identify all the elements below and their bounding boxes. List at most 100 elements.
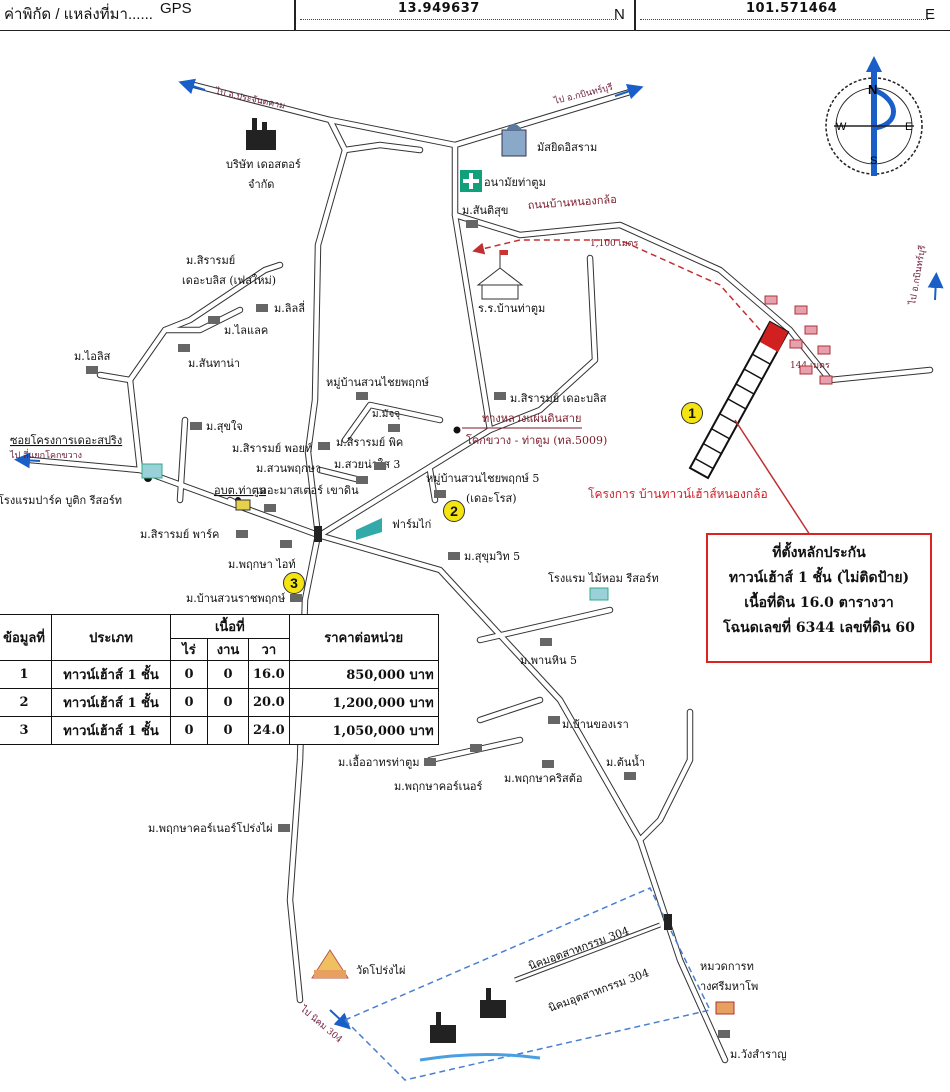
arrow-kabinburi-right-icon: [927, 272, 944, 301]
place-sirarom-bliss-new: ม.สิรารมย์: [186, 254, 235, 267]
table-header-wa: วา: [248, 638, 290, 661]
road-highway-route: โคกขวาง - ท่าตูม (ทล.5009): [466, 433, 607, 447]
gps-divider: [294, 0, 296, 30]
house-icon: [264, 504, 276, 512]
place-wat: วัดโปร่งไผ่: [356, 963, 405, 977]
house-icon: [540, 638, 552, 646]
place-obt: อบต.ท่าตูม: [214, 484, 266, 497]
temple-icon: [311, 949, 349, 979]
arrow-prachantakham-icon: [178, 78, 206, 95]
table-cell-price: 850,000 บาท: [288, 660, 439, 689]
marker-badge-2: 2: [443, 500, 465, 522]
house-icon: [208, 316, 220, 324]
place-pruksa-corner: ม.พฤกษาคอร์เนอร์: [394, 780, 483, 793]
house-icon: [318, 442, 330, 450]
place-masterhome: เดอะมาสเตอร์ เขาดิน: [256, 484, 359, 497]
gps-latitude-dir: N: [614, 6, 625, 23]
place-uea: ม.เอื้ออาทรท่าตูม: [338, 754, 420, 769]
compass-e: E: [905, 121, 912, 133]
house-icon: [178, 344, 190, 352]
place-lilac: ม.ไลแลค: [224, 324, 268, 337]
house-icon: [278, 824, 290, 832]
compass-n: N: [868, 82, 877, 97]
place-chaiprek5b: (เดอะโรส): [466, 491, 517, 505]
place-sirarom-park: ม.สิรารมย์ พาร์ค: [140, 528, 219, 541]
place-suanrat: ม.บ้านสวนราชพฤกษ์: [186, 592, 285, 605]
price-table: ข้อมูลที่ ประเภท เนื้อที่ ราคาต่อหน่วย ไ…: [0, 614, 439, 745]
gps-source: GPS: [160, 0, 192, 17]
place-police-2: างศรีมหาโพ: [700, 979, 758, 993]
mosque-icon: [501, 124, 527, 157]
place-company-2: จำกัด: [248, 178, 274, 191]
table-cell-wa: 16.0: [248, 660, 290, 689]
government-office-icon: [235, 499, 251, 511]
resort-icon: [589, 587, 609, 601]
place-sirarom-pic: ม.สิรารมย์ พิค: [336, 436, 403, 449]
table-row: 3 ทาวน์เฮ้าส์ 1 ชั้น 0 0 24.0 1,050,000 …: [0, 716, 439, 745]
road-nong-klo: ถนนบ้านหนองกล้อ: [527, 193, 617, 212]
table-cell-ngan: 0: [207, 688, 249, 717]
location-map: ไป อ.ประจันตคาม ไป อ.กบินทร์บุรี ไป อ.กบ…: [0, 56, 944, 1081]
gps-divider: [634, 0, 636, 30]
house-icon: [494, 392, 506, 400]
table-cell-price: 1,050,000 บาท: [288, 716, 439, 745]
place-pruksa-ai: ม.พฤกษา ไอท์: [228, 558, 296, 571]
house-icon: [256, 304, 268, 312]
project-label: โครงการ บ้านทาวน์เฮ้าส์หนองกล้อ: [588, 487, 768, 501]
route-distance: 1,100 เมตร: [590, 239, 638, 249]
table-cell-ngan: 0: [207, 716, 249, 745]
house-icon: [424, 758, 436, 766]
table-cell-wa: 24.0: [248, 716, 290, 745]
place-santhana: ม.สันทาน่า: [188, 357, 240, 370]
label-to-kabinburi-right: ไป อ.กบินทร์บุรี: [906, 244, 928, 306]
table-cell-price: 1,200,000 บาท: [288, 688, 439, 717]
resort-icon: [141, 463, 163, 479]
gps-longitude: 101.571464: [746, 1, 838, 16]
gps-longitude-dir: E: [925, 6, 936, 23]
table-cell-type: ทาวน์เฮ้าส์ 1 ชั้น: [51, 660, 171, 689]
house-icon: [374, 462, 386, 470]
route-dashed-icon: [472, 239, 761, 331]
house-icon: [548, 716, 560, 724]
compass-s: S: [870, 155, 877, 167]
place-chaiprek: หมู่บ้านสวนไชยพฤกษ์: [326, 376, 429, 389]
house-icon: [290, 594, 302, 602]
place-mosque: มัสยิดอิสราม: [537, 141, 597, 154]
gps-lat-dots: [300, 18, 618, 20]
place-phanhin: ม.พานหิน 5: [520, 654, 577, 667]
house-icon: [356, 392, 368, 400]
health-center-icon: [460, 170, 482, 192]
gps-latitude: 13.949637: [398, 1, 480, 16]
place-pruksa-ricco: ม.พฤกษาคริสต้อ: [504, 772, 582, 785]
place-school: ร.ร.บ้านท่าตูม: [478, 302, 545, 315]
table-cell-type: ทาวน์เฮ้าส์ 1 ชั้น: [51, 716, 171, 745]
table-cell-rai: 0: [170, 660, 208, 689]
place-pruksa-prongphai: ม.พฤกษาคอร์เนอร์โปร่งไผ่: [148, 821, 273, 835]
place-khongrao: ม.บ้านของเรา: [562, 718, 629, 731]
place-sirarom-bliss: ม.สิรารมย์ เดอะบลิส: [510, 392, 607, 405]
place-health: อนามัยท่าตูม: [484, 176, 546, 189]
place-ilis: ม.ไอลิส: [74, 350, 111, 363]
farm-icon: [356, 518, 382, 540]
compass-w: W: [836, 121, 847, 133]
house-icon: [236, 530, 248, 538]
project-leader-line: [734, 419, 811, 536]
place-sirarom-bliss-new-2: เดอะบลิส (เฟสใหม่): [182, 274, 276, 287]
house-icon: [388, 424, 400, 432]
table-cell-no: 2: [0, 688, 52, 717]
traffic-light-icon: [664, 914, 672, 930]
table-cell-rai: 0: [170, 716, 208, 745]
place-wangsamran: ม.วังสำราญ: [730, 1048, 787, 1061]
table-header-ngan: งาน: [207, 638, 249, 661]
gps-bar: ค่าพิกัด / แหล่งที่มา...... GPS 13.94963…: [0, 0, 950, 31]
place-chaiprek5: หมู่บ้านสวนไชยพฤกษ์ 5: [426, 472, 539, 485]
place-maihom: โรงแรม ไม้หอม รีสอร์ท: [548, 571, 659, 585]
place-sirarom-point: ม.สิรารมย์ พอยท์: [232, 442, 312, 455]
house-icon: [470, 744, 482, 752]
place-farm: ฟาร์มไก่: [392, 518, 431, 531]
house-icon: [624, 772, 636, 780]
place-sukhumvit5: ม.สุขุมวิท 5: [464, 550, 520, 563]
table-row: 2 ทาวน์เฮ้าส์ 1 ชั้น 0 0 20.0 1,200,000 …: [0, 688, 439, 717]
place-santisuk: ม.สันติสุข: [462, 204, 508, 217]
info-line-4: โฉนดเลขที่ 6344 เลขที่ดิน 60: [723, 620, 915, 636]
